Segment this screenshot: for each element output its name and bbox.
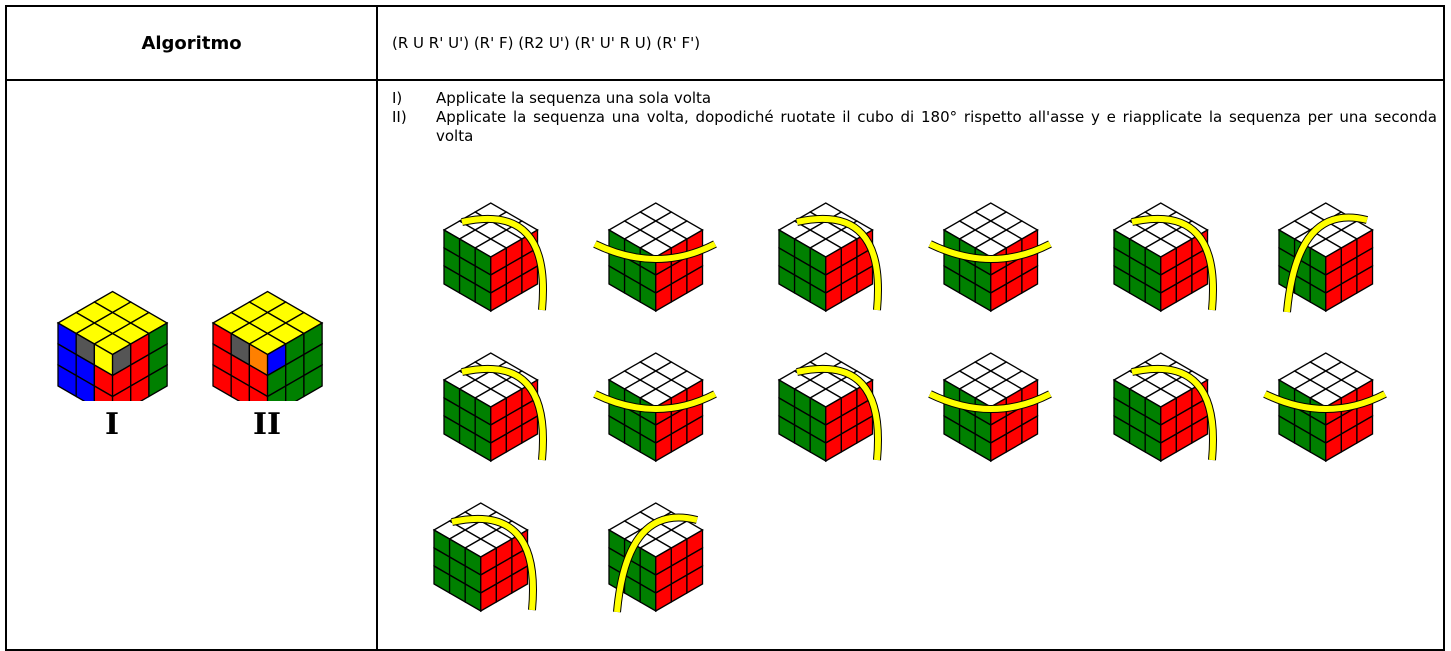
cases-cell: I II xyxy=(7,81,376,649)
algorithm-table: Algoritmo (R U R' U') (R' F) (R2 U') (R'… xyxy=(5,5,1445,651)
rotation-arrow-icon xyxy=(593,241,717,262)
rotation-arrow-icon xyxy=(928,391,1052,412)
case-2-left-sticker xyxy=(248,384,269,401)
move-diagram-9 xyxy=(777,352,882,463)
move-diagram-13 xyxy=(432,502,537,613)
case-1-right-sticker xyxy=(111,384,132,401)
move-step-10 xyxy=(922,342,1062,482)
move-diagram-2 xyxy=(593,202,717,313)
rotation-arrow-icon xyxy=(796,365,881,461)
instruction-2-text: Applicate la sequenza una volta, dopodic… xyxy=(436,108,1437,145)
move-cube-right-sticker xyxy=(686,264,704,295)
case-i: I xyxy=(47,281,177,442)
move-step-2 xyxy=(587,192,727,332)
case-i-label: I xyxy=(104,407,120,442)
move-step-8 xyxy=(587,342,727,482)
move-step-1 xyxy=(422,192,562,332)
case-i-cube-image xyxy=(56,290,169,401)
rotation-arrow-icon xyxy=(796,215,881,311)
case-ii-label: II xyxy=(252,407,282,442)
instruction-1: I) Applicate la sequenza una sola volta xyxy=(392,89,1437,108)
case-2-right-sticker xyxy=(303,363,323,398)
move-step-11 xyxy=(1092,342,1232,482)
move-step-4 xyxy=(922,192,1062,332)
instructions: I) Applicate la sequenza una sola volta … xyxy=(392,89,1437,146)
rotation-arrow-icon xyxy=(1131,365,1216,461)
instruction-1-text: Applicate la sequenza una sola volta xyxy=(436,89,712,107)
move-diagram-5 xyxy=(1112,202,1217,313)
move-cube-right-sticker xyxy=(521,264,539,295)
move-cube-right-sticker xyxy=(1021,414,1039,445)
move-cube-right-sticker xyxy=(1191,264,1209,295)
move-step-12 xyxy=(1257,342,1397,482)
rotation-arrow-icon xyxy=(593,391,717,412)
rotation-arrow-icon xyxy=(1284,214,1368,313)
move-diagram-14 xyxy=(607,502,704,613)
case-ii-cube-image xyxy=(211,290,324,401)
move-step-13 xyxy=(412,492,552,632)
algorithm-header-label: Algoritmo xyxy=(141,32,242,54)
rotation-arrow-icon xyxy=(928,241,1052,262)
case-1-left-sticker xyxy=(75,374,96,401)
move-diagram-11 xyxy=(1112,352,1217,463)
instruction-1-number: I) xyxy=(392,89,403,107)
move-cube-right-sticker xyxy=(511,564,529,595)
move-diagram-6 xyxy=(1277,202,1374,313)
rotation-arrow-icon xyxy=(461,365,546,461)
rotation-arrow-icon xyxy=(451,515,536,611)
move-cube-right-sticker xyxy=(521,414,539,445)
rotation-arrow-icon xyxy=(614,514,698,613)
rotation-arrow-icon xyxy=(461,215,546,311)
move-step-5 xyxy=(1092,192,1232,332)
move-cube-right-sticker xyxy=(1356,264,1374,295)
case-2-right-sticker xyxy=(266,384,287,401)
move-diagram-3 xyxy=(777,202,882,313)
algorithm-sequence: (R U R' U') (R' F) (R2 U') (R' U' R U) (… xyxy=(392,34,701,52)
instruction-2: II) Applicate la sequenza una volta, dop… xyxy=(392,108,1437,146)
move-diagram-4 xyxy=(928,202,1052,313)
move-cube-right-sticker xyxy=(1191,414,1209,445)
move-step-6 xyxy=(1257,192,1397,332)
case-2-left-sticker xyxy=(230,374,251,401)
case-ii: II xyxy=(202,281,332,442)
column-divider xyxy=(376,7,378,649)
move-diagram-8 xyxy=(593,352,717,463)
move-diagram-12 xyxy=(1263,352,1387,463)
move-diagram-7 xyxy=(442,352,547,463)
move-step-7 xyxy=(422,342,562,482)
move-cube-right-sticker xyxy=(686,564,704,595)
case-1-left-sticker xyxy=(93,384,114,401)
move-cube-right-sticker xyxy=(1356,414,1374,445)
move-step-14 xyxy=(587,492,727,632)
instruction-2-number: II) xyxy=(392,108,407,126)
move-cube-right-sticker xyxy=(686,414,704,445)
move-diagram-10 xyxy=(928,352,1052,463)
move-cube-right-sticker xyxy=(856,414,874,445)
move-step-9 xyxy=(757,342,897,482)
move-cube-right-sticker xyxy=(1021,264,1039,295)
rotation-arrow-icon xyxy=(1131,215,1216,311)
move-step-3 xyxy=(757,192,897,332)
rotation-arrow-icon xyxy=(1263,391,1387,412)
move-cube-right-sticker xyxy=(856,264,874,295)
move-diagram-1 xyxy=(442,202,547,313)
row-divider xyxy=(7,79,1443,81)
case-1-right-sticker xyxy=(148,363,168,398)
